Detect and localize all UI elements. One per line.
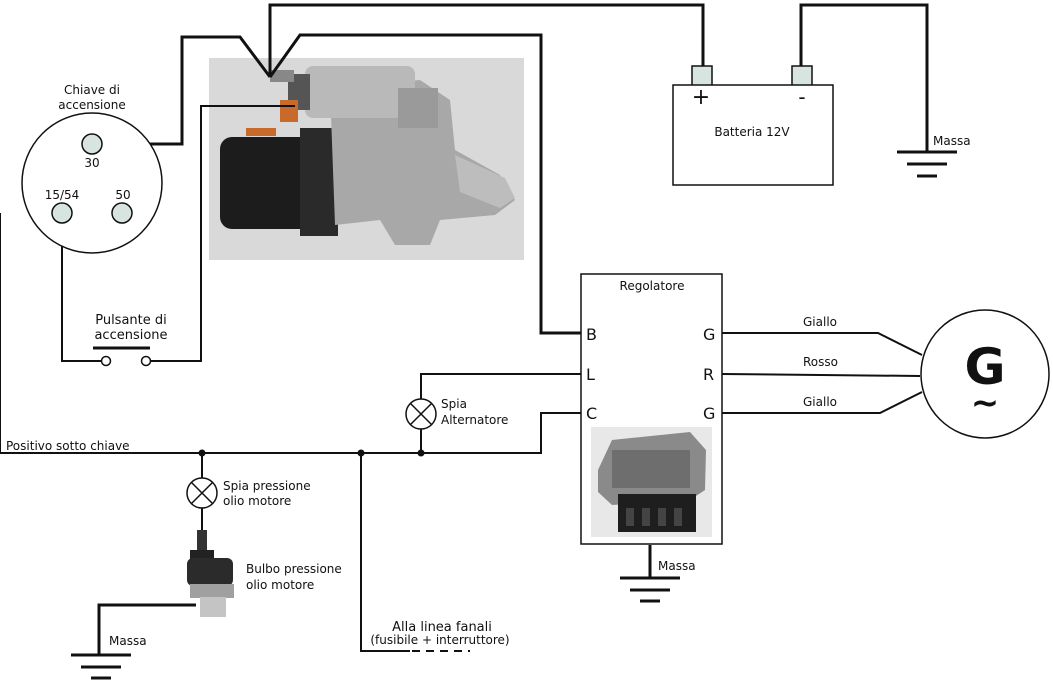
wire-label-giallo-2: Giallo [803,395,837,409]
fanali-label-2: (fusibile + interruttore) [370,633,509,647]
regulator: Regolatore B L C G R G [580,273,723,545]
ground-regulator: Massa [620,559,696,603]
key-terminal-50 [111,202,133,224]
key-title-line1: Chiave di [64,83,120,97]
alternator-warning-lamp: Spia Alternatore [405,397,508,430]
spia-olio-label-1: Spia pressione [223,479,311,493]
regulator-photo [591,427,712,537]
key-pin-30-label: 30 [84,156,99,170]
battery-plus-terminal [691,65,713,87]
ground-regulator-label: Massa [658,559,696,573]
regulator-title: Regolatore [620,279,685,293]
key-terminal-1554 [51,202,73,224]
generator-symbol: G [964,338,1005,396]
ground-oil-label: Massa [109,634,147,648]
generator-ac-symbol: ~ [971,383,1000,423]
spia-olio-label-2: olio motore [223,494,291,508]
reg-pin-L: L [586,365,595,384]
key-pin-1554-label: 15/54 [45,188,80,202]
ground-oil-sender: Massa [71,634,147,680]
spia-alt-label-1: Spia [441,397,467,411]
oil-pressure-sender: Bulbo pressione olio motore [187,530,342,617]
key-title-line2: accensione [58,98,125,112]
battery-plus-label: + [692,85,710,110]
positivo-label: Positivo sotto chiave [6,439,130,453]
key-pin-50-label: 50 [115,188,130,202]
ignition-key: Chiave di accensione 30 15/54 50 [21,83,163,254]
key-terminal-30 [81,133,103,155]
battery-label: Batteria 12V [714,125,790,139]
ground-battery-label: Massa [933,134,971,148]
reg-pin-G1: G [703,325,715,344]
start-push-button: Pulsante di accensione [93,313,168,367]
battery: + - Batteria 12V [672,65,834,186]
starter-motor-photo [209,58,524,260]
oil-pressure-warning-lamp: Spia pressione olio motore [186,477,311,509]
start-button-label-1: Pulsante di [95,313,167,328]
spia-alt-label-2: Alternatore [441,413,508,427]
battery-minus-terminal [791,65,813,87]
reg-pin-C: C [586,404,597,423]
generator: G ~ [920,309,1050,439]
start-button-label-2: accensione [94,328,167,343]
reg-pin-R: R [703,365,714,384]
bulbo-label-2: olio motore [246,578,314,592]
battery-minus-label: - [798,85,805,109]
wires [0,3,929,654]
wire-label-rosso: Rosso [803,355,838,369]
bulbo-label-1: Bulbo pressione [246,562,342,576]
reg-pin-G2: G [703,404,715,423]
reg-pin-B: B [586,325,597,344]
wire-label-giallo-1: Giallo [803,315,837,329]
ground-battery: Massa [897,134,971,178]
fanali-label-1: Alla linea fanali [392,620,492,635]
